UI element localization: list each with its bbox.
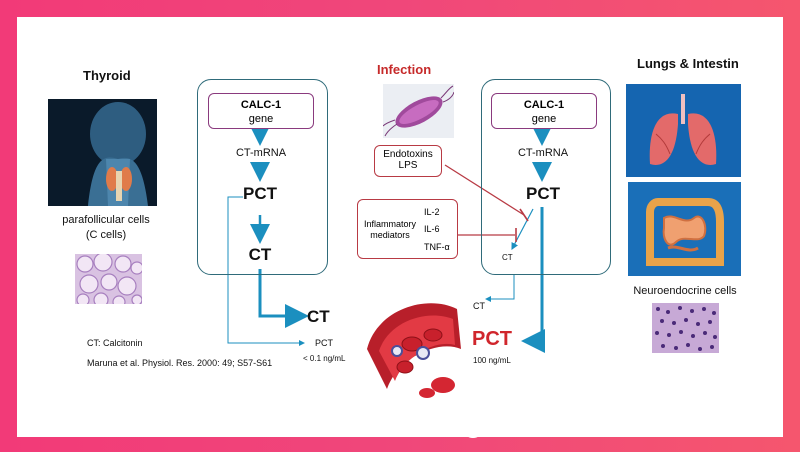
inflammatory-mediators-box: Inflammatory mediators IL-2 IL-6 TNF-α bbox=[357, 199, 458, 259]
histology-image-right bbox=[652, 303, 719, 353]
reference-note: Maruna et al. Physiol. Res. 2000: 49; S5… bbox=[87, 358, 273, 368]
pct-output-small: PCT bbox=[315, 338, 333, 348]
thyroid-image bbox=[48, 99, 157, 206]
cells-label-line2: (C cells) bbox=[85, 229, 127, 241]
pct-output-small-value: < 0.1 ng/mL bbox=[303, 354, 346, 363]
ct-mrna-right: CT-mRNA bbox=[517, 147, 569, 159]
pct-output-big-value: 100 ng/mL bbox=[473, 356, 511, 365]
slide-card: Thyroid parafollicular cells (C cells) C… bbox=[17, 17, 783, 437]
flow-arrows bbox=[227, 126, 552, 353]
watermark-icon bbox=[463, 418, 483, 438]
ct-left: CT bbox=[248, 245, 272, 264]
arrow-pct-out-left bbox=[227, 196, 305, 346]
ct-mrna-left: CT-mRNA bbox=[235, 147, 287, 159]
tissue-synthesis-panel bbox=[481, 79, 611, 275]
pct-output-big: PCT bbox=[472, 328, 512, 350]
calc1-gene-box-right: CALC-1 gene bbox=[491, 93, 597, 129]
bacteria-image bbox=[383, 84, 454, 138]
mediators-label-line2: mediators bbox=[370, 230, 410, 240]
gene-name-right: CALC-1 bbox=[523, 99, 565, 111]
thyroid-title: Thyroid bbox=[83, 68, 131, 83]
watermark-text: 雪球：CACLP体外诊断资讯 bbox=[487, 418, 729, 439]
abbrev-note: CT: Calcitonin bbox=[87, 338, 143, 348]
cells-label-line1: parafollicular cells bbox=[62, 214, 150, 226]
arrow-ct-out bbox=[258, 269, 309, 328]
pct-right: PCT bbox=[526, 184, 560, 203]
blood-vessel-image bbox=[357, 289, 467, 399]
endotoxins-box: Endotoxins LPS bbox=[374, 145, 442, 177]
arrow-pct-out-right bbox=[521, 207, 545, 353]
inhibit-bar-endotoxins bbox=[519, 208, 529, 222]
il2-label: IL-2 bbox=[424, 207, 440, 217]
intestine-image bbox=[628, 182, 741, 276]
gene-label-left: gene bbox=[248, 113, 274, 125]
lps-label: LPS bbox=[398, 160, 418, 171]
thyroid-synthesis-panel bbox=[197, 79, 328, 275]
ct-right-inside: CT bbox=[502, 253, 513, 262]
ct-output-big: CT bbox=[307, 307, 330, 326]
histology-image-left bbox=[75, 254, 142, 304]
lungs-intestin-title: Lungs & Intestin bbox=[637, 56, 739, 71]
gene-name-left: CALC-1 bbox=[240, 99, 282, 111]
ct-output-right: CT bbox=[473, 301, 485, 311]
watermark: 雪球：CACLP体外诊断资讯 bbox=[463, 413, 728, 440]
mediators-label: Inflammatory mediators bbox=[362, 219, 418, 241]
arrow-ct-out-right bbox=[485, 275, 515, 302]
gene-label-right: gene bbox=[531, 113, 557, 125]
endotoxins-label: Endotoxins bbox=[383, 149, 433, 160]
arrow-pct-ct-right bbox=[511, 208, 534, 251]
mediators-label-line1: Inflammatory bbox=[363, 219, 416, 229]
inhibit-endotoxins bbox=[444, 164, 525, 216]
il6-label: IL-6 bbox=[424, 224, 440, 234]
pct-left: PCT bbox=[243, 184, 277, 203]
neuroendocrine-caption: Neuroendocrine cells bbox=[633, 285, 737, 297]
infection-title: Infection bbox=[377, 62, 432, 77]
tnf-label: TNF-α bbox=[424, 242, 450, 252]
lungs-image bbox=[626, 84, 741, 177]
calc1-gene-box-left: CALC-1 gene bbox=[208, 93, 314, 129]
